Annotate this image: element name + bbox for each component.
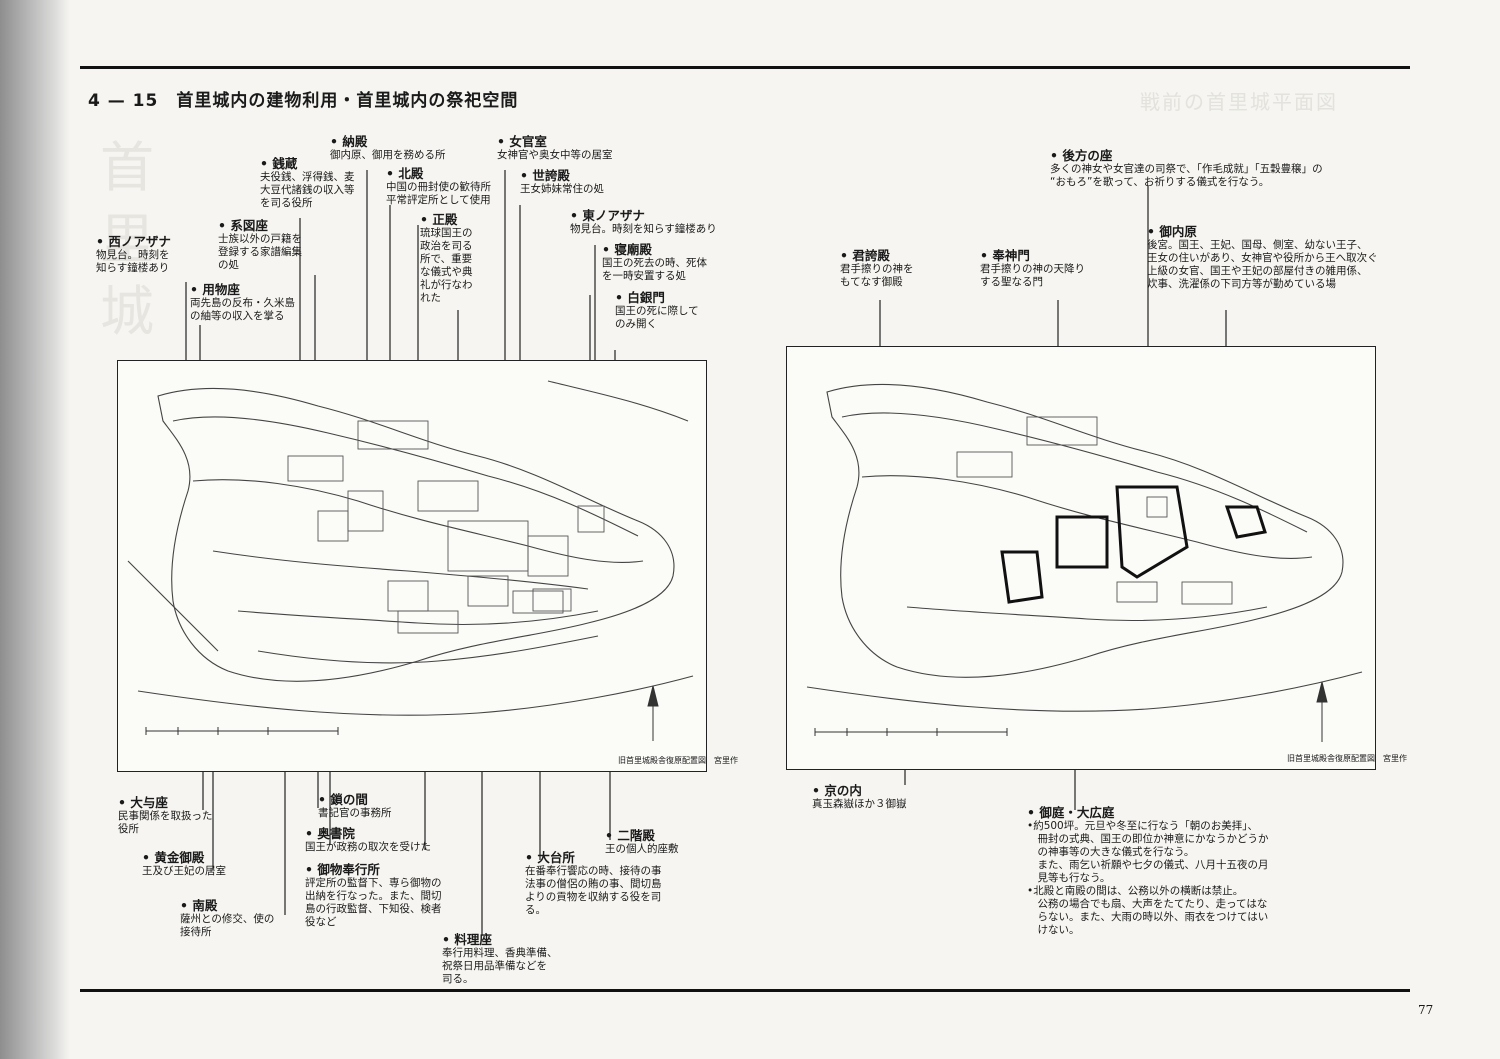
top-rule — [80, 66, 1410, 69]
bleed-through-title: 戦前の首里城平面図 — [1140, 90, 1338, 114]
map-credit: 旧首里城殿舎復原配置図 宮里作 — [618, 756, 738, 765]
page-number: 77 — [1418, 1003, 1434, 1017]
castle-plan-drawing-ritual — [806, 384, 1363, 742]
map-credit: 旧首里城殿舎復原配置図 宮里作 — [1287, 754, 1407, 763]
page-title: 4 — 15 首里城内の建物利用・首里城内の祭祀空間 — [88, 91, 519, 111]
castle-map-ritual-spaces: 旧首里城殿舎復原配置図 宮里作 — [786, 346, 1407, 770]
binding-shadow — [0, 0, 70, 1059]
castle-map-buildings: 旧首里城殿舎復原配置図 宮里作 — [117, 360, 738, 772]
castle-plan-drawing — [127, 380, 694, 741]
label-unaa-oohiroba: 御庭・大広庭•約500坪。元旦や冬至に行なう「朝のお美拝」、 冊封の式典、国王の… — [1027, 805, 1269, 937]
bottom-rule — [80, 989, 1410, 992]
